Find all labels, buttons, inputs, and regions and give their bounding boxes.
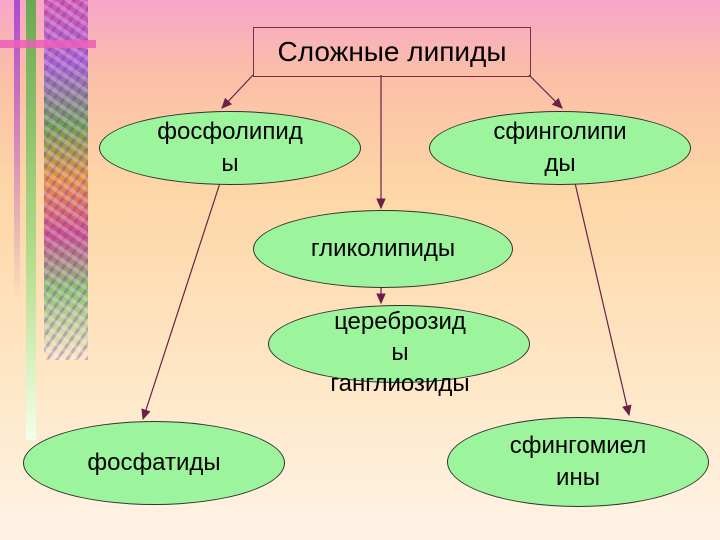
- arrow-title-to-sphingolipids: [528, 74, 563, 109]
- decorative-stripe-pink: [0, 40, 96, 48]
- node-sphingomyelins-line-1: сфингомиел: [509, 432, 647, 459]
- node-sphingolipids-line-2: ды: [544, 150, 576, 177]
- arrow-sphingolipids-to-sphingomyelins: [574, 182, 632, 417]
- arrow-phospholipids-to-phosphatides: [141, 182, 221, 421]
- node-phospholipids: фосфолипид ы: [99, 111, 361, 185]
- node-phosphatides: фосфатиды: [23, 421, 285, 505]
- node-sphingolipids: сфинголипи ды: [429, 111, 691, 185]
- node-glycolipids: гликолипиды: [253, 210, 513, 288]
- node-phospholipids-line-2: ы: [221, 150, 239, 177]
- decorative-stripe-purple: [14, 0, 20, 300]
- node-glycolipids-label: гликолипиды: [310, 235, 456, 262]
- node-cerebrosides-line-1: цереброзид: [334, 308, 466, 335]
- decorative-stripe-green: [26, 0, 36, 440]
- node-phosphatides-label: фосфатиды: [87, 449, 221, 476]
- node-cerebrosides-text: цереброзид ы ганглиозиды: [300, 306, 500, 399]
- arrow-title-to-phospholipids: [221, 74, 254, 109]
- decorative-mosaic-stripe: [44, 0, 88, 360]
- node-cerebrosides: [268, 305, 530, 383]
- node-cerebrosides-line-3: ганглиозиды: [330, 370, 470, 397]
- node-sphingolipids-line-1: сфинголипи: [493, 118, 627, 145]
- node-phospholipids-line-1: фосфолипид: [157, 118, 303, 145]
- diagram-title: Сложные липиды: [253, 27, 531, 77]
- node-cerebrosides-line-2: ы: [391, 339, 409, 366]
- node-sphingomyelins: сфингомиел ины: [447, 417, 709, 507]
- node-sphingomyelins-line-2: ины: [556, 464, 600, 491]
